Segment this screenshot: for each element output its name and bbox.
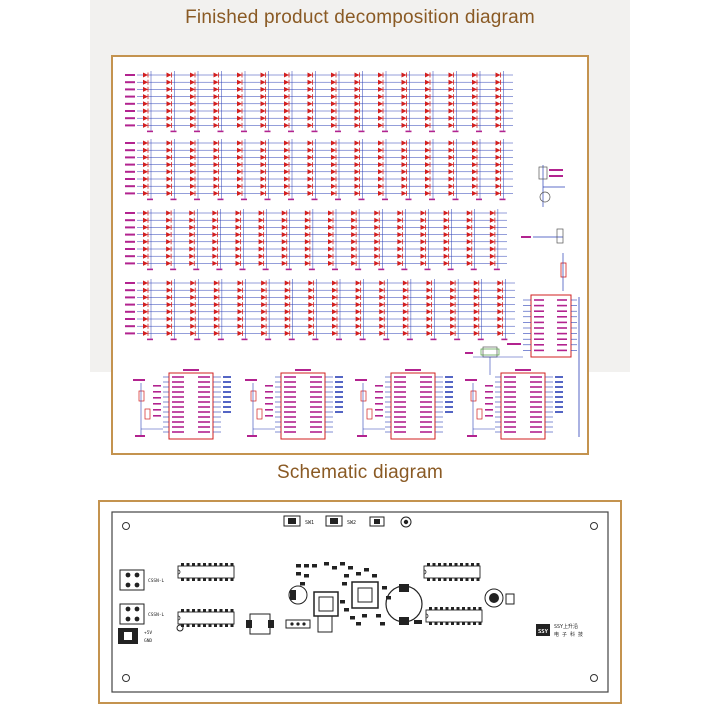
- led-matrix-block: [125, 139, 513, 201]
- brand-logo: SSY SSY上升沿 电 子 科 技: [536, 623, 583, 638]
- smd-component: [344, 574, 349, 578]
- smd-component: [304, 564, 309, 568]
- power-label: +5V: [144, 630, 152, 636]
- driver-chip: [355, 369, 453, 440]
- smd-component: [342, 582, 347, 586]
- smd-component: [296, 572, 301, 576]
- smd-component: [380, 622, 385, 626]
- led-matrix-block: [125, 279, 515, 341]
- smd-component: [386, 596, 391, 600]
- mounting-hole: [590, 522, 598, 530]
- jumper: [369, 516, 385, 527]
- dip-chip: [177, 609, 235, 627]
- smd-component: [296, 564, 301, 568]
- smd-component: [414, 620, 422, 624]
- pcb-drawing: SW1 SW2 CSSN-L CSSN-L +5V GND: [111, 511, 609, 693]
- switch-sw1: SW1: [283, 515, 314, 527]
- smd-component: [332, 566, 337, 570]
- smd-component: [376, 614, 381, 618]
- button: [489, 593, 499, 603]
- top-heading: Finished product decomposition diagram: [185, 7, 535, 28]
- driver-chip: [465, 369, 563, 440]
- capacitor: [176, 624, 184, 632]
- dip-chip: [425, 607, 483, 625]
- smd-component: [344, 608, 349, 612]
- led-indicator: [400, 516, 412, 528]
- logo-text: SSY: [538, 629, 549, 635]
- smd-component: [324, 562, 329, 566]
- electrolytic-capacitor: [288, 585, 308, 605]
- driver-chip: [245, 369, 343, 440]
- pcb-panel: SW1 SW2 CSSN-L CSSN-L +5V GND: [98, 500, 622, 704]
- connector-label: CSSN-L: [148, 612, 165, 618]
- smd-component: [356, 572, 361, 576]
- schematic-drawing: [125, 71, 580, 440]
- smd-component: [356, 622, 361, 626]
- schematic-panel: [111, 55, 589, 455]
- smd-component: [300, 582, 305, 586]
- connector-2: CSSN-L: [119, 603, 165, 625]
- connector-label: CSSN-L: [148, 578, 165, 584]
- control-circuit: [465, 165, 577, 375]
- switch-sw2: SW2: [325, 515, 356, 527]
- smd-component: [348, 566, 353, 570]
- led-matrix-block: [125, 209, 507, 271]
- smd-component: [350, 616, 355, 620]
- smd-component: [312, 564, 317, 568]
- switch-label: SW2: [347, 520, 356, 526]
- power-jack: +5V GND: [118, 628, 152, 644]
- center-components: [246, 581, 504, 635]
- smd-component: [340, 600, 345, 604]
- control-chip: [351, 581, 379, 609]
- dip-chip: [423, 563, 481, 581]
- dip-chip: [177, 563, 235, 581]
- svg-text:SSY上升沿: SSY上升沿: [554, 623, 578, 630]
- mounting-hole: [590, 674, 598, 682]
- svg-text:电 子 科 技: 电 子 科 技: [554, 631, 583, 638]
- mounting-hole: [122, 522, 130, 530]
- smd-component: [364, 568, 369, 572]
- smd-component: [304, 574, 309, 578]
- middle-heading: Schematic diagram: [276, 462, 444, 483]
- capacitor: [505, 593, 515, 605]
- smd-component: [362, 614, 367, 618]
- mounting-hole: [122, 674, 130, 682]
- led-matrix-block: [125, 71, 513, 133]
- mcu-chip: [313, 591, 339, 617]
- switch-label: SW1: [305, 520, 314, 526]
- smd-component: [382, 586, 387, 590]
- smd-component: [372, 574, 377, 578]
- smd-component: [340, 562, 345, 566]
- driver-chip: [133, 369, 231, 440]
- gnd-label: GND: [144, 638, 152, 644]
- connector-1: CSSN-L: [119, 569, 165, 591]
